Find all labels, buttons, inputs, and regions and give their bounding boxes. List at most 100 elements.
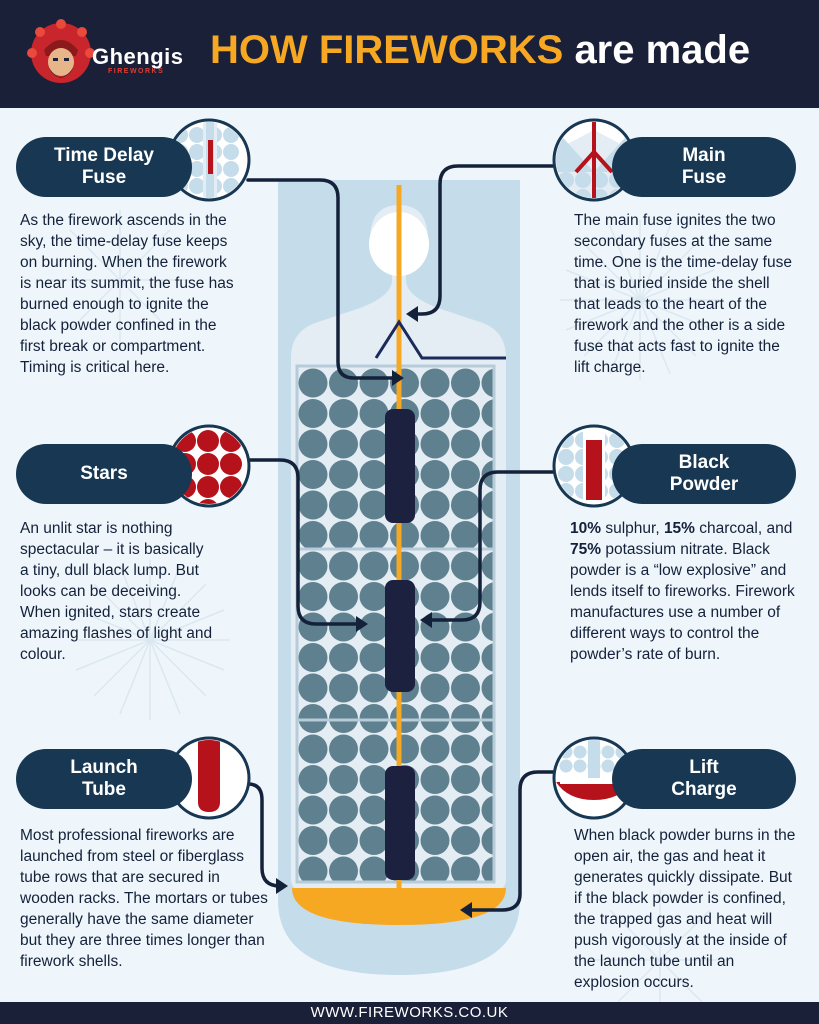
label-line: Powder (669, 474, 739, 495)
star-pellet (359, 399, 389, 428)
star-pellet (298, 429, 328, 459)
star-pellet (481, 582, 494, 611)
star-pellet (451, 460, 480, 489)
star-pellet (329, 734, 358, 764)
star-pellet (298, 643, 328, 672)
star-pellet (420, 368, 450, 398)
star-pellet (451, 734, 480, 764)
title-highlight: HOW FIREWORKS (210, 28, 564, 72)
label-line: Stars (80, 463, 128, 484)
star-pellet (481, 673, 494, 703)
star-pellet (220, 453, 242, 475)
star-pellet (223, 144, 239, 160)
star-pellet (189, 144, 205, 160)
brand-name: Ghengis (92, 44, 184, 69)
star-pellet (298, 734, 328, 764)
star-pellet (298, 460, 328, 489)
star-pellet (298, 612, 328, 642)
text-part: charcoal, and (694, 520, 793, 537)
star-pellet (298, 521, 328, 550)
star-pellet (573, 745, 587, 759)
star-pellet (420, 765, 450, 794)
star-pellet (451, 856, 480, 882)
star-pellet (481, 643, 494, 672)
star-pellet (558, 449, 574, 465)
star-pellet (481, 826, 494, 855)
star-pellet (359, 429, 389, 459)
star-pellet (451, 368, 480, 398)
star-pellet (329, 551, 358, 581)
label-stars: Stars (16, 444, 192, 504)
label-line: Lift (689, 757, 719, 778)
star-pellet (329, 612, 358, 642)
star-pellet (481, 521, 494, 550)
star-pellet (298, 399, 328, 428)
desc-black-powder: 10% sulphur, 15% charcoal, and 75% potas… (570, 518, 796, 665)
star-pellet (359, 856, 389, 882)
star-pellet (298, 765, 328, 794)
star-pellet (451, 795, 480, 825)
label-line: Fuse (81, 167, 127, 188)
side-fuse (374, 319, 506, 360)
star-pellet (359, 734, 389, 764)
star-pellet (559, 759, 573, 773)
star-pellet (420, 643, 450, 672)
star-pellet (420, 673, 450, 703)
desc-lift-charge: When black powder burns in the open air,… (574, 827, 796, 991)
star-pellet (359, 612, 389, 642)
star-pellet (481, 734, 494, 764)
header: Ghengis FIREWORKS HOW FIREWORKS are made (0, 0, 819, 108)
star-pellet (359, 582, 389, 611)
break-charge-3 (385, 766, 415, 880)
star-pellet (420, 490, 450, 520)
label-line: Black (678, 452, 730, 473)
text-part: sulphur, (601, 520, 664, 537)
star-pellet (189, 178, 205, 194)
star-pellet (359, 368, 389, 398)
star-pellet (359, 490, 389, 520)
star-pellet (223, 161, 239, 177)
desc-time-delay-fuse: As the firework ascends in the sky, the … (20, 212, 234, 376)
star-pellet (451, 582, 480, 611)
star-pellet (329, 429, 358, 459)
star-pellet (329, 765, 358, 794)
star-pellet (329, 582, 358, 611)
star-pellet (451, 429, 480, 459)
desc-stars: An unlit star is nothing spectacular – i… (20, 520, 213, 663)
star-pellet (390, 734, 419, 764)
pct-potassium-nitrate: 75% (570, 541, 602, 558)
arrow-launch-tube (246, 782, 282, 888)
star-pellet (451, 673, 480, 703)
title-rest: are made (574, 28, 751, 72)
pct-sulphur: 10% (570, 520, 602, 537)
star-pellet (481, 490, 494, 520)
label-line: Main (682, 145, 726, 166)
star-pellet (359, 765, 389, 794)
star-pellet (298, 826, 328, 855)
break-charge-1 (385, 409, 415, 523)
star-pellet (329, 643, 358, 672)
arrow-stars (246, 458, 360, 626)
background-bursts (50, 210, 730, 1024)
star-pellet (329, 673, 358, 703)
star-pellet (451, 399, 480, 428)
star-pellet (420, 399, 450, 428)
star-pellet (481, 551, 494, 581)
star-pellet (329, 795, 358, 825)
star-pellet (481, 429, 494, 459)
footer-url[interactable]: WWW.FIREWORKS.CO.UK (310, 1004, 509, 1021)
star-pellet (298, 490, 328, 520)
star-pellet (420, 826, 450, 855)
star-pellet (329, 826, 358, 855)
label-line: Tube (82, 779, 126, 800)
star-pellet (451, 551, 480, 581)
desc-main-fuse: The main fuse ignites the two secondary … (574, 212, 792, 376)
star-pellet (189, 127, 205, 143)
star-pellet (390, 551, 419, 581)
star-pellet (298, 856, 328, 882)
text-part: potassium nitrate. Black powder is a “lo… (570, 541, 795, 663)
star-pellet (420, 551, 450, 581)
